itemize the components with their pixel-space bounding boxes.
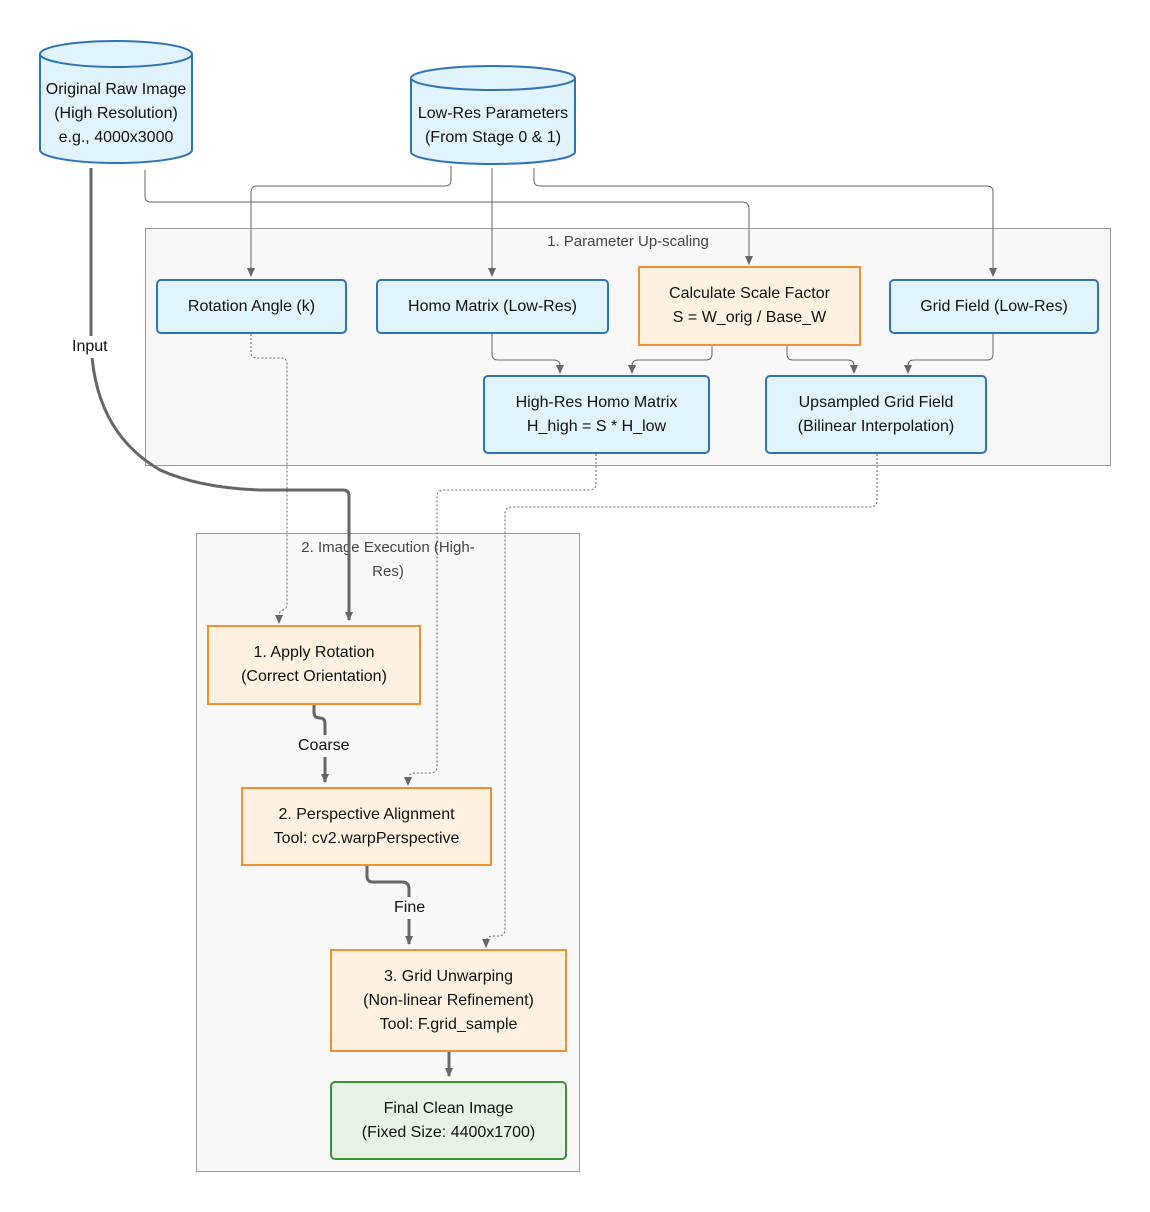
grid-field-line1: Grid Field (Low-Res) <box>920 297 1068 315</box>
lowres-params-line2: (From Stage 0 & 1) <box>424 129 562 146</box>
rotation-angle-line1: Rotation Angle (k) <box>187 297 316 315</box>
grid-unwarp-line2: (Non-linear Refinement) <box>363 991 534 1009</box>
edge-label-coarse: Coarse <box>296 735 352 757</box>
group-title-upscaling: 1. Parameter Up-scaling <box>547 233 709 250</box>
cylinder-raw-image <box>39 40 193 164</box>
highres-homo-line1: High-Res Homo Matrix <box>515 393 678 411</box>
raw-image-line2: (High Resolution) <box>54 105 178 122</box>
edge-rotation-angle-to-apply <box>250 334 288 624</box>
edge-upsampled-to-unwarp <box>482 454 878 948</box>
scale-factor-line2: S = W_orig / Base_W <box>672 309 827 326</box>
edge-homo-to-highres <box>491 334 564 374</box>
edge-label-fine: Fine <box>392 897 428 919</box>
cylinder-lowres-params <box>410 65 576 165</box>
node-raw-image: Original Raw Image (High Resolution) e.g… <box>40 74 192 154</box>
edge-params-to-grid <box>533 168 997 277</box>
group-title-execution: 2. Image Execution (High- Res) <box>197 536 579 584</box>
homo-matrix-line1: Homo Matrix (Low-Res) <box>408 297 577 315</box>
node-grid-field: Grid Field (Low-Res) <box>889 279 1099 334</box>
edge-label-input: Input <box>70 336 110 358</box>
lowres-params-line1: Low-Res Parameters <box>417 105 569 122</box>
group-title-execution-line2: Res) <box>372 563 404 580</box>
node-highres-homo: High-Res Homo Matrix H_high = S * H_low <box>483 375 710 454</box>
edge-scale-to-highres <box>628 346 713 374</box>
raw-image-line3: e.g., 4000x3000 <box>58 129 174 146</box>
node-perspective-alignment: 2. Perspective Alignment Tool: cv2.warpP… <box>241 787 492 866</box>
edge-scale-to-upsampled <box>786 346 858 374</box>
grid-unwarp-line3: Tool: F.grid_sample <box>379 1015 518 1033</box>
node-apply-rotation: 1. Apply Rotation (Correct Orientation) <box>207 625 421 705</box>
apply-rotation-line1: 1. Apply Rotation <box>253 644 375 661</box>
perspective-line2: Tool: cv2.warpPerspective <box>273 829 460 847</box>
node-lowres-params: Low-Res Parameters (From Stage 0 & 1) <box>411 100 575 152</box>
node-grid-unwarping: 3. Grid Unwarping (Non-linear Refinement… <box>330 949 567 1052</box>
grid-unwarp-line1: 3. Grid Unwarping <box>384 967 513 985</box>
edge-apply-to-perspective <box>312 705 329 783</box>
edge-perspective-to-unwarp <box>365 866 413 945</box>
edge-params-to-rotation <box>247 166 452 277</box>
node-homo-matrix: Homo Matrix (Low-Res) <box>376 279 609 334</box>
final-image-line2: (Fixed Size: 4400x1700) <box>361 1123 536 1141</box>
apply-rotation-line2: (Correct Orientation) <box>241 668 387 685</box>
upsampled-grid-line2: (Bilinear Interpolation) <box>797 417 955 435</box>
edge-highres-to-perspective <box>404 454 597 786</box>
node-final-image: Final Clean Image (Fixed Size: 4400x1700… <box>330 1081 567 1160</box>
edge-raw-to-scale <box>144 170 753 265</box>
node-rotation-angle: Rotation Angle (k) <box>156 279 347 334</box>
perspective-line1: 2. Perspective Alignment <box>278 805 455 823</box>
edge-raw-to-apply-rotation <box>89 168 353 621</box>
highres-homo-line2: H_high = S * H_low <box>526 417 667 435</box>
edge-grid-to-upsampled <box>904 334 994 374</box>
final-image-line1: Final Clean Image <box>383 1099 514 1117</box>
scale-factor-line1: Calculate Scale Factor <box>669 285 830 302</box>
upsampled-grid-line1: Upsampled Grid Field <box>798 393 954 411</box>
raw-image-line1: Original Raw Image <box>45 81 187 98</box>
group-title-execution-line1: 2. Image Execution (High- <box>301 539 475 556</box>
node-upsampled-grid: Upsampled Grid Field (Bilinear Interpola… <box>765 375 987 454</box>
node-scale-factor: Calculate Scale Factor S = W_orig / Base… <box>638 266 861 346</box>
